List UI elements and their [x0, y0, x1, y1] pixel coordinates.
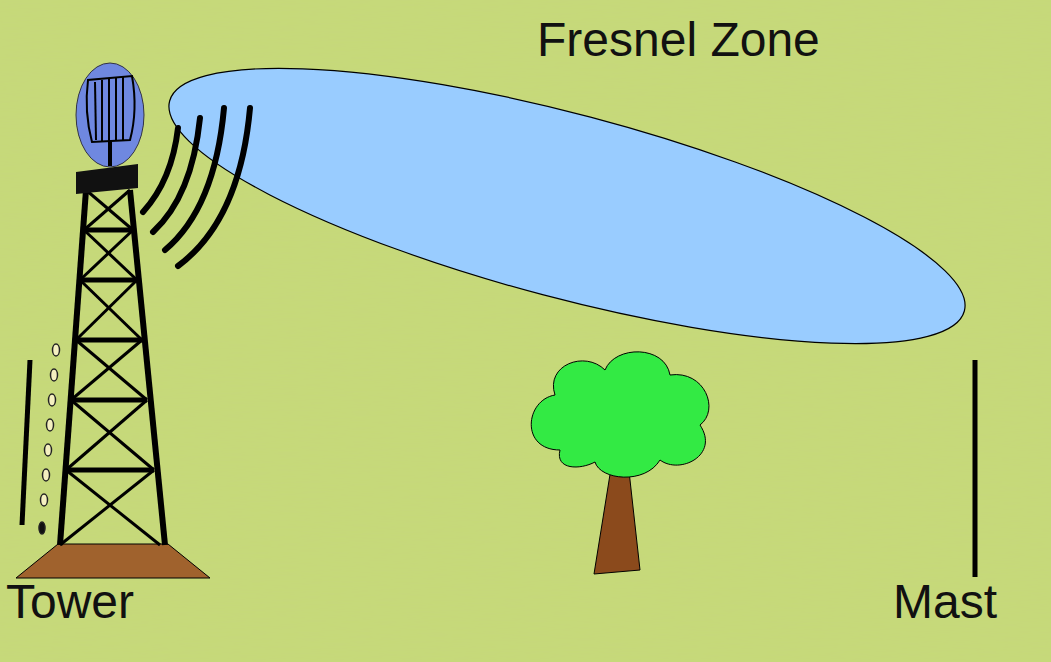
mast-label: Mast	[893, 574, 997, 629]
mast-pole	[973, 360, 978, 577]
tower-lattice	[60, 190, 165, 545]
height-line	[22, 360, 30, 525]
tower-platform	[76, 164, 138, 194]
tree-trunk	[594, 462, 640, 574]
fresnel-ellipse	[146, 12, 988, 400]
height-dots	[39, 344, 60, 534]
tower-base	[16, 544, 210, 578]
radio-waves	[143, 108, 250, 266]
dish-antenna	[87, 76, 135, 166]
dish-halo	[76, 63, 144, 167]
zone-label: Fresnel Zone	[537, 12, 820, 67]
tower-label: Tower	[6, 574, 134, 629]
tree-canopy	[531, 352, 709, 477]
